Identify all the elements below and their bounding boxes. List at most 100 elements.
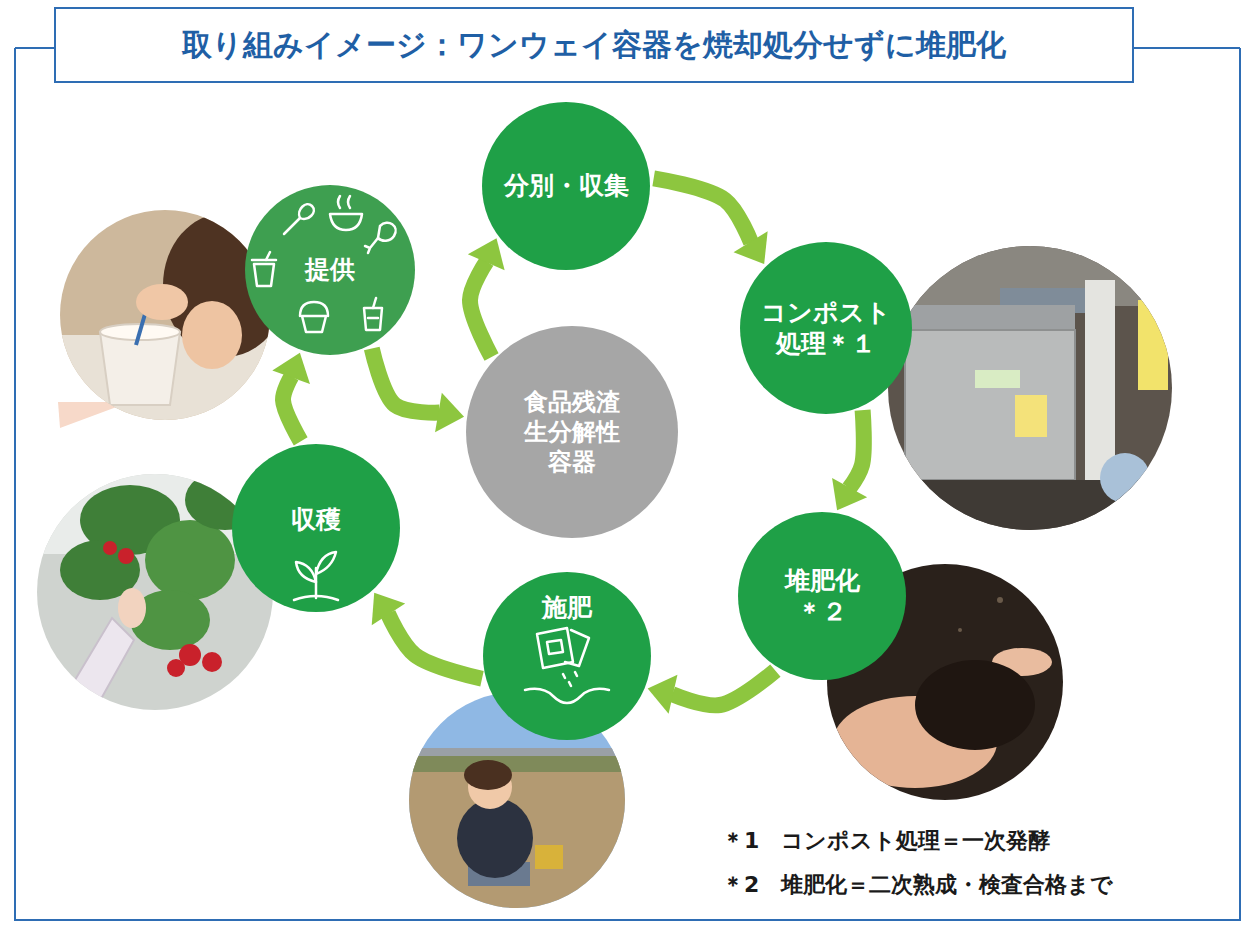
icon-stroke [365,238,378,253]
bucket [535,845,563,869]
sign [1138,300,1168,390]
circle-fill [482,102,650,270]
soil [915,660,1035,750]
flow-arrow [654,178,768,264]
icon-stroke [338,196,340,208]
arrow-shaft [672,671,775,706]
circle-fill [738,512,906,680]
flow-arrow [832,410,867,510]
speck [997,597,1003,603]
icon-stroke [525,689,609,703]
step-circle: 提供 [245,185,415,355]
arrow-head [468,238,505,270]
step-circle: 収穫 [232,444,400,612]
arrow-head [648,675,678,714]
face [182,301,242,369]
flow-arrow [648,671,776,714]
berry [118,548,134,564]
node-label: コンポスト 処理＊１ [761,297,891,360]
cup [100,332,180,405]
flow-arrow [372,349,464,433]
icon-stroke [547,640,563,654]
arrow-head [734,231,768,264]
node-label: 堆肥化 ＊２ [785,565,860,628]
step-circle: コンポスト 処理＊１ [740,242,912,414]
icon-stroke [294,596,338,600]
flow-arrow [372,593,482,679]
arrow-shaft [283,376,301,441]
center-circle: 食品残渣 生分解性 容器 [466,326,678,538]
speck [958,628,962,632]
node-label: 収穫 [291,504,341,535]
diagram-title: 取り組みイメージ：ワンウェイ容器を焼却処分せずに堆肥化 [182,25,1006,66]
node-label: 分別・収集 [504,170,629,201]
icon-stroke [563,674,565,678]
circle-fill [740,242,912,414]
step-circle: 分別・収集 [482,102,650,270]
icon-stroke [575,672,577,676]
icon-stroke [299,204,314,219]
node-icon [294,552,338,600]
berry [202,652,222,672]
outer-frame [15,48,1240,920]
trees [409,756,625,772]
node-icon [252,196,396,332]
leaf [145,520,235,600]
icon-stroke [569,682,571,686]
body [457,798,533,878]
circle-fill [483,572,651,740]
icon-stroke [373,298,376,308]
photo-ground [888,246,1172,530]
sleeve [60,618,134,715]
footnote: ＊2 堆肥化＝二次熟成・検査合格まで [722,870,1113,900]
circle-fill [232,444,400,612]
title-frame [55,8,1133,82]
icon-stroke [537,628,573,668]
node-label: 提供 [305,254,355,285]
bridge [409,748,625,756]
footnote: ＊1 コンポスト処理＝一次発酵 [722,826,1050,856]
icon-stroke [284,218,300,234]
hand [136,284,188,320]
circle-fill [466,326,678,538]
hair [464,760,512,790]
hand [118,588,146,628]
arrow-shaft [372,349,440,413]
icon-stroke [254,264,274,286]
photo-compost-machine [888,246,1172,530]
arrow-head [435,393,464,432]
icon-stroke [378,223,396,241]
node-label: 施肥 [542,592,592,623]
arrow-shaft [388,614,482,679]
step-circle: 堆肥化 ＊２ [738,512,906,680]
node-label: 食品残渣 生分解性 容器 [524,387,620,477]
berry [103,541,117,555]
sign [975,370,1020,388]
berry [167,659,185,677]
bucket [1100,453,1150,503]
arrow-head [832,478,867,510]
node-icon [525,628,609,703]
icon-stroke [300,302,328,316]
title-box: 取り組みイメージ：ワンウェイ容器を焼却処分せずに堆肥化 [57,10,1131,80]
circle-fill [245,185,415,355]
icon-stroke [330,214,362,230]
arrow-shaft [654,178,751,242]
icon-stroke [302,316,326,332]
flow-arrow [272,353,310,442]
arrow-head [372,593,405,626]
circle-shape [738,512,906,680]
arrow-shaft [849,410,864,488]
flow-arrow [468,238,505,357]
arrow-head [272,353,310,384]
icon-stroke [364,308,382,330]
circle-shape [740,242,912,414]
icon-stroke [316,552,336,574]
icon-stroke [348,196,350,208]
icon-stroke [266,252,270,260]
icon-stroke [368,317,378,320]
step-circle: 施肥 [483,572,651,740]
pillar [1085,280,1115,480]
icon-stroke [252,259,276,262]
